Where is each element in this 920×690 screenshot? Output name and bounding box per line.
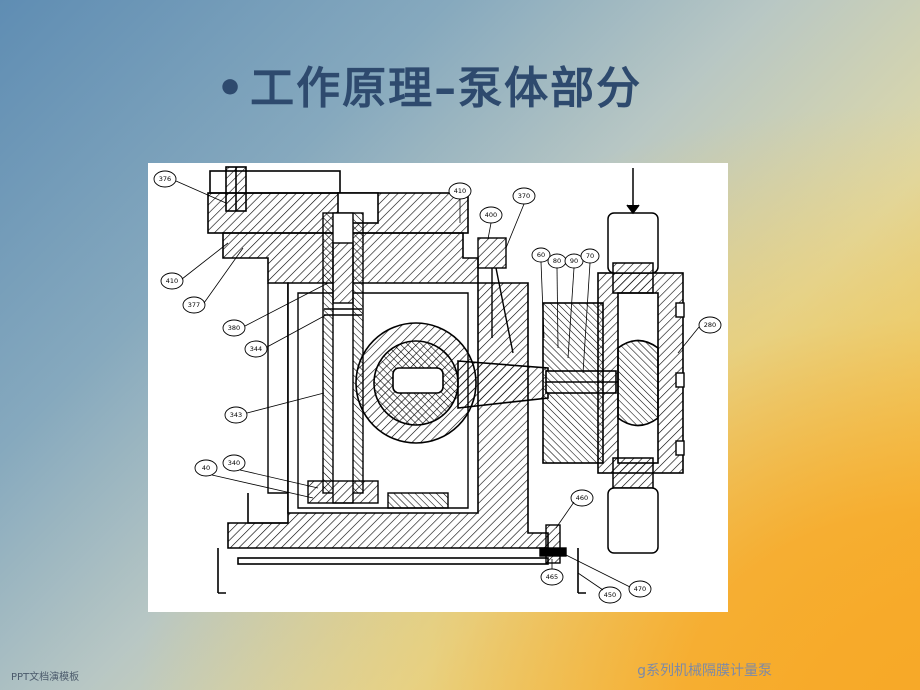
callout-label: 460 xyxy=(576,494,588,502)
slide-title: •工作原理–泵体部分 xyxy=(216,52,642,122)
callout-470 xyxy=(628,580,652,598)
callout-377 xyxy=(182,296,206,314)
callout-label: 450 xyxy=(604,591,616,599)
callout-label: 40 xyxy=(202,464,210,472)
callout-label: 380 xyxy=(228,324,240,332)
callout-labels: 376 410 410 377 400 370 380 344 343 60 8… xyxy=(159,175,716,599)
callout-bubbles xyxy=(153,170,722,604)
callout-label: 400 xyxy=(485,211,497,219)
callout-label: 410 xyxy=(166,277,178,285)
title-bullet: • xyxy=(216,63,247,114)
callout-380 xyxy=(222,319,246,337)
callout-410-left xyxy=(160,272,184,290)
gland-bolt xyxy=(477,237,514,354)
callout-340 xyxy=(222,454,246,472)
head-bolts xyxy=(675,302,685,456)
callout-label: 70 xyxy=(586,252,594,260)
plunger-assembly xyxy=(307,212,379,504)
callout-label: 60 xyxy=(537,251,545,259)
callout-label: 90 xyxy=(570,257,578,265)
callout-label: 80 xyxy=(553,257,561,265)
pump-cross-section-diagram: 376 410 410 377 400 370 380 344 343 60 8… xyxy=(148,163,728,612)
diaphragm-head xyxy=(542,272,684,474)
callout-label: 377 xyxy=(188,301,200,309)
suction-valve xyxy=(607,457,659,554)
callout-280 xyxy=(698,316,722,334)
callout-344 xyxy=(244,340,268,358)
callout-label: 376 xyxy=(159,175,171,183)
callout-343 xyxy=(224,406,248,424)
inner-chamber xyxy=(267,283,469,509)
callout-376 xyxy=(153,170,177,188)
callout-label: 465 xyxy=(546,573,558,581)
title-text: 工作原理–泵体部分 xyxy=(250,63,643,114)
callout-label: 410 xyxy=(454,187,466,195)
footer-product-label: g系列机械隔膜计量泵 xyxy=(637,663,772,679)
leader-lines xyxy=(175,180,700,591)
callout-40 xyxy=(194,459,218,477)
diagram-svg: 376 410 410 377 400 370 380 344 343 60 8… xyxy=(153,166,722,604)
callout-460 xyxy=(570,489,594,507)
callout-label: 344 xyxy=(250,345,262,353)
bottom-bolt xyxy=(539,524,567,564)
discharge-valve xyxy=(607,168,659,294)
callout-label: 343 xyxy=(230,411,242,419)
callout-label: 370 xyxy=(518,192,530,200)
callout-label: 340 xyxy=(228,459,240,467)
footer-template-label: PPT文档演模板 xyxy=(11,672,80,683)
callout-label: 280 xyxy=(704,321,716,329)
callout-450 xyxy=(598,586,622,604)
callout-label: 470 xyxy=(634,585,646,593)
